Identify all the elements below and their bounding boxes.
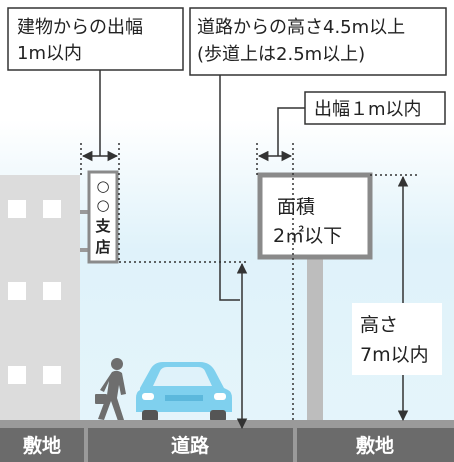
building [0, 175, 80, 422]
car [136, 362, 232, 422]
reference-lines [80, 143, 420, 420]
sign-area-label-2: 2㎡以下 [273, 224, 342, 247]
vertical-sign-char-1: ○ [96, 177, 109, 195]
vertical-sign-char-4: 店 [95, 238, 110, 256]
sign-height-line-1: 高さ [360, 314, 398, 336]
protruding-sign: ○ ○ 支 店 [80, 170, 119, 264]
leader-lines [99, 70, 305, 301]
building-extension-line-2: 1m以内 [17, 43, 82, 64]
building-extension-line-1: 建物からの出幅 [17, 17, 143, 38]
building-extension-callout: 建物からの出幅 1m以内 [7, 7, 184, 71]
vertical-sign-char-3: 支 [94, 217, 111, 235]
road-height-line-1: 道路からの高さ4.5m以上 [197, 17, 405, 38]
road-height-callout: 道路からの高さ4.5m以上 (歩道上は2.5m以上) [189, 7, 447, 76]
ground-label-right: 敷地 [356, 434, 394, 457]
dimension-arrows [81, 150, 409, 430]
standing-billboard: 面積 2㎡以下 [257, 172, 373, 420]
ground-label-center: 道路 [171, 434, 210, 457]
sign-height-callout: 高さ 7m以内 [352, 303, 442, 375]
ground-label-left: 敷地 [23, 434, 61, 457]
vertical-sign-char-2: ○ [96, 196, 109, 214]
ground: 敷地 道路 敷地 [0, 420, 454, 462]
sign-extension-text: 出幅１m以内 [314, 99, 422, 120]
sign-area-label-1: 面積 [277, 196, 315, 218]
sign-height-line-2: 7m以内 [360, 344, 429, 366]
pedestrian [95, 358, 126, 421]
sign-extension-callout: 出幅１m以内 [304, 91, 446, 125]
road-height-line-2: (歩道上は2.5m以上) [197, 44, 365, 65]
